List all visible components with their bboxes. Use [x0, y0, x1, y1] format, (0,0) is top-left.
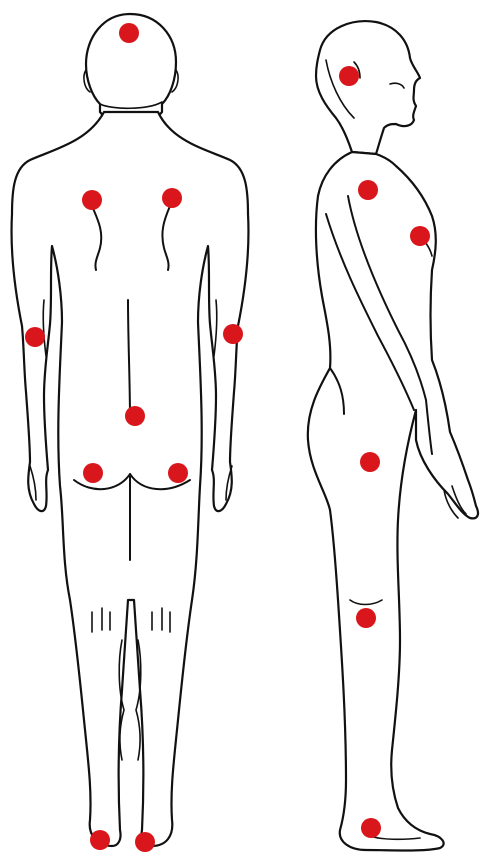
- side-body: [308, 152, 478, 851]
- left-elbow-marker: [25, 327, 45, 347]
- side-head-marker: [339, 66, 359, 86]
- right-elbow-marker: [223, 324, 243, 344]
- lower-back-marker: [125, 406, 145, 426]
- right-shoulder-blade-marker: [162, 188, 182, 208]
- chest-marker: [410, 226, 430, 246]
- left-heel-marker: [90, 830, 110, 850]
- right-buttock-marker: [168, 463, 188, 483]
- shoulder-marker: [358, 180, 378, 200]
- right-heel-marker: [135, 832, 155, 852]
- ankle-marker: [361, 818, 381, 838]
- knee-marker: [356, 608, 376, 628]
- left-buttock-marker: [83, 463, 103, 483]
- back-view-figure: [11, 14, 248, 846]
- left-shoulder-blade-marker: [82, 190, 102, 210]
- side-view-figure: [308, 21, 478, 850]
- head-crown-marker: [119, 23, 139, 43]
- hip-marker: [360, 452, 380, 472]
